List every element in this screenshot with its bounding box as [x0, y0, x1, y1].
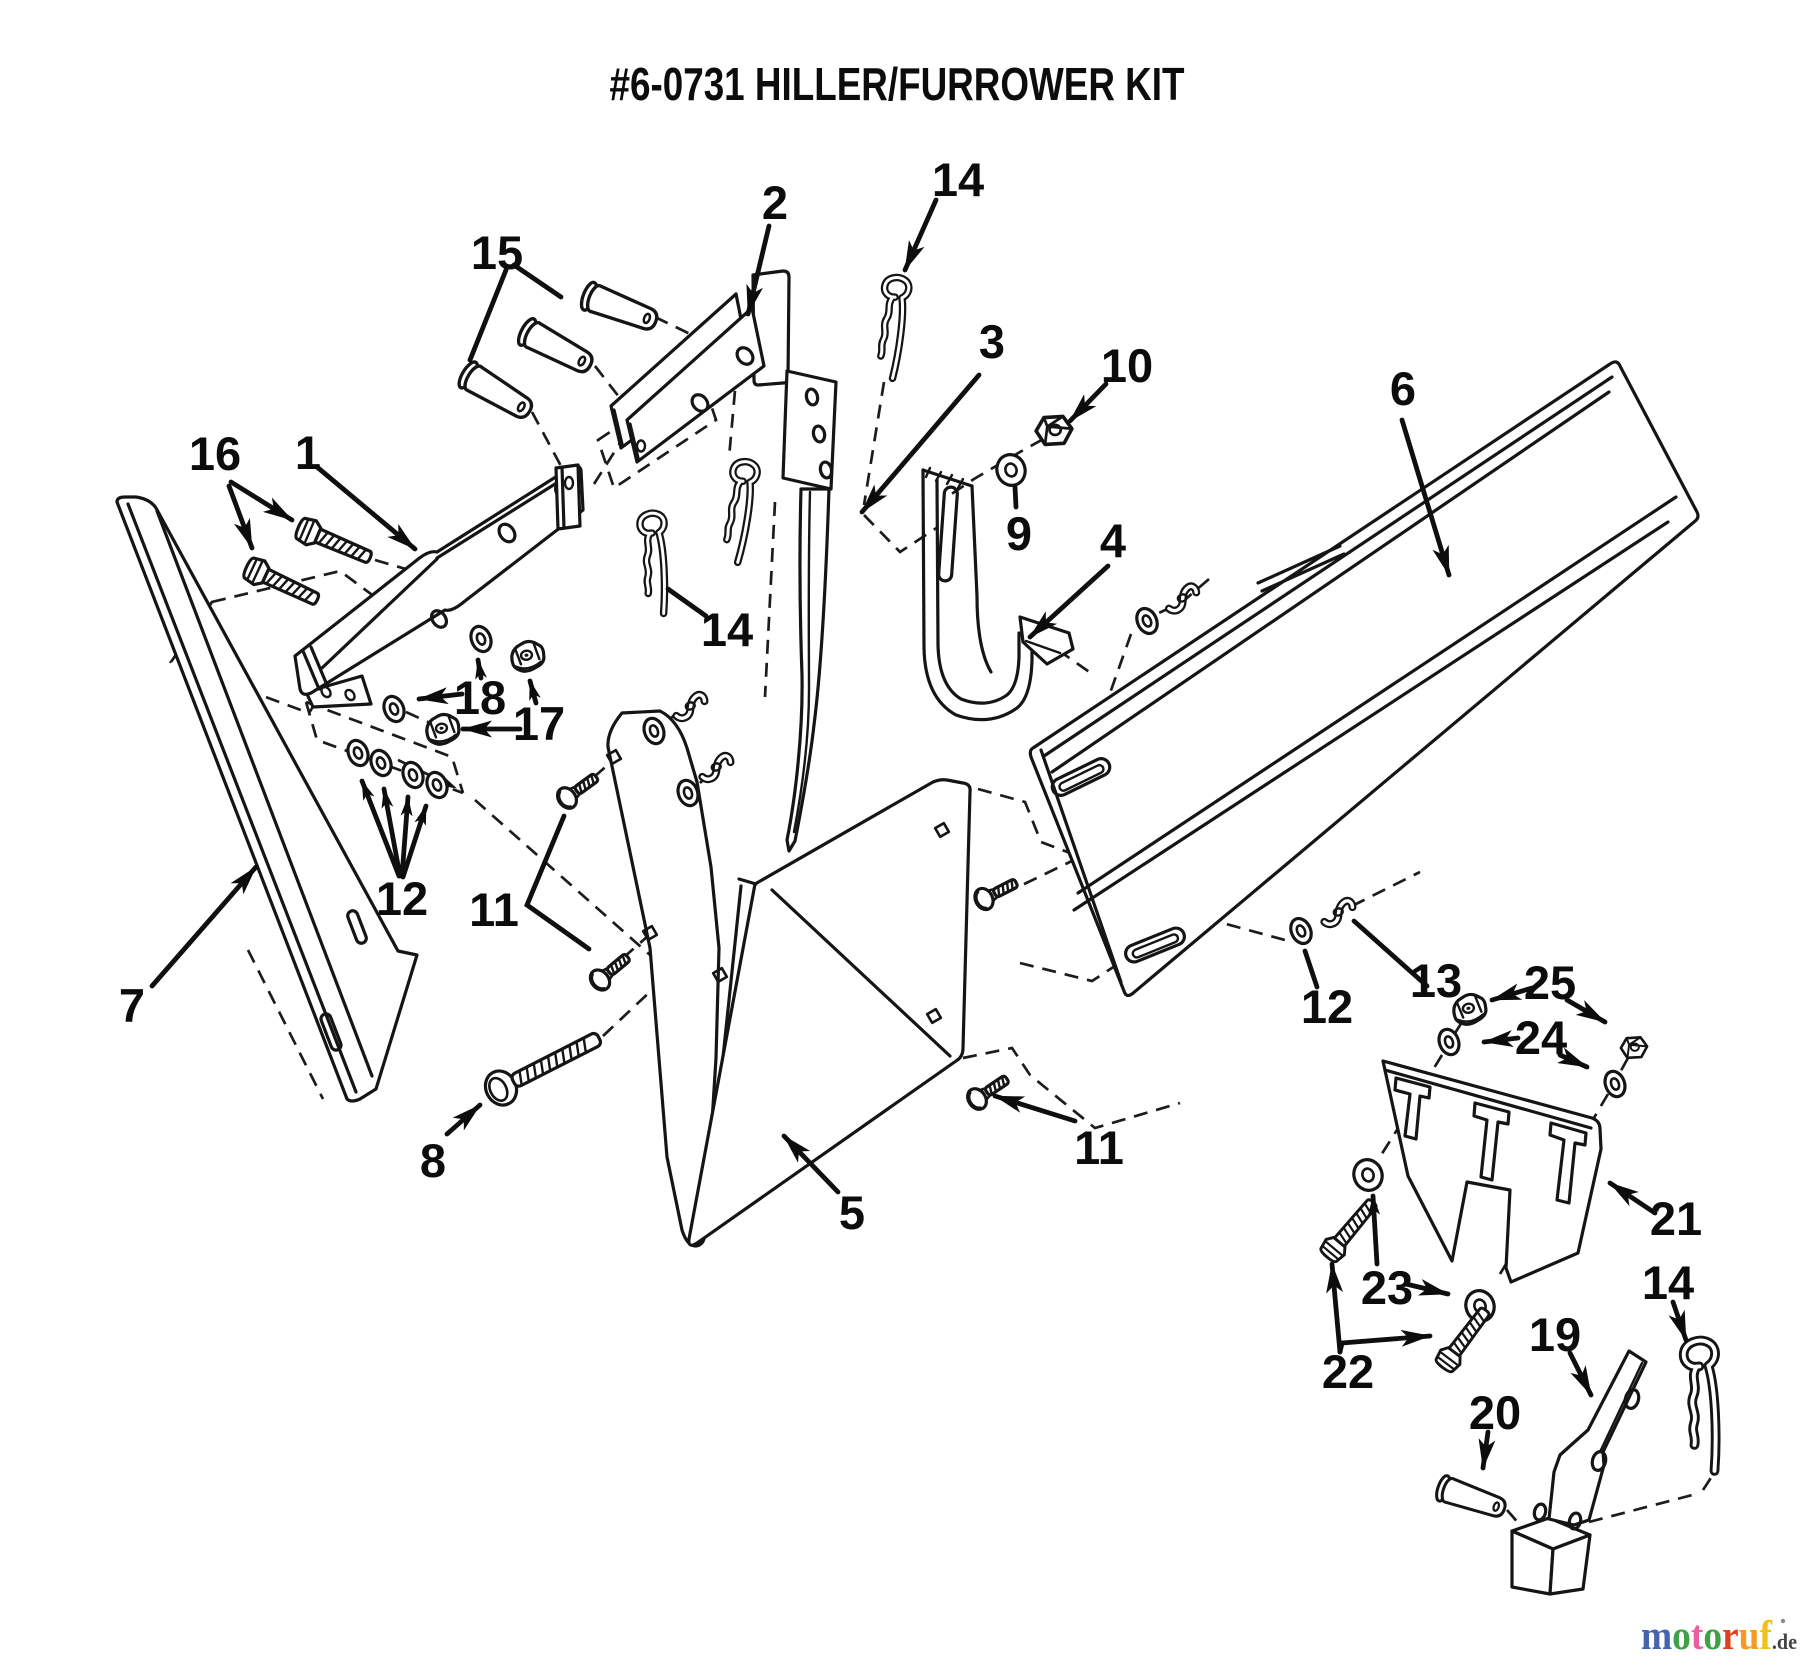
svg-text:6: 6 [1390, 362, 1416, 415]
svg-text:11: 11 [1074, 1121, 1124, 1174]
svg-text:19: 19 [1529, 1308, 1581, 1361]
svg-text:8: 8 [420, 1134, 446, 1187]
svg-text:14: 14 [1642, 1256, 1694, 1309]
svg-text:#6-0731 HILLER/FURROWER KIT: #6-0731 HILLER/FURROWER KIT [610, 58, 1185, 110]
svg-text:9: 9 [1006, 507, 1032, 560]
svg-text:22: 22 [1322, 1345, 1374, 1398]
svg-text:11: 11 [469, 883, 519, 936]
svg-text:25: 25 [1524, 956, 1576, 1009]
svg-text:13: 13 [1410, 954, 1462, 1007]
svg-text:14: 14 [932, 153, 984, 206]
svg-text:24: 24 [1515, 1011, 1567, 1064]
svg-text:1: 1 [295, 426, 321, 479]
svg-text:10: 10 [1101, 339, 1153, 392]
svg-text:14: 14 [701, 603, 753, 656]
svg-text:5: 5 [839, 1186, 865, 1239]
svg-text:12: 12 [376, 872, 428, 925]
svg-text:16: 16 [189, 427, 241, 480]
svg-text:17: 17 [513, 697, 565, 750]
svg-text:motoruf.de: motoruf.de [1641, 1612, 1797, 1658]
svg-text:21: 21 [1650, 1192, 1702, 1245]
svg-text:18: 18 [454, 671, 506, 724]
svg-text:3: 3 [979, 315, 1005, 368]
svg-text:2: 2 [762, 176, 788, 229]
svg-text:12: 12 [1301, 980, 1353, 1033]
svg-text:15: 15 [471, 226, 523, 279]
svg-text:4: 4 [1100, 514, 1126, 567]
svg-text:7: 7 [119, 979, 145, 1032]
svg-text:20: 20 [1469, 1386, 1521, 1439]
svg-text:23: 23 [1361, 1261, 1413, 1314]
